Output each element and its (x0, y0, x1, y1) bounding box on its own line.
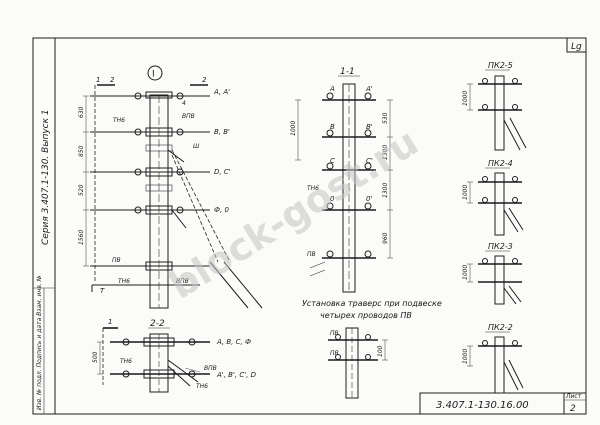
variant-pk2-3: ПК2-3 1000 (462, 242, 522, 305)
item-label: ПВ (307, 251, 316, 258)
variant-pk2-4: ПК2-4 1000 (462, 159, 524, 236)
variant-label: ПК2-3 (488, 242, 513, 251)
ground-mark: Т (100, 287, 105, 295)
sheet-number: 2 (570, 404, 576, 414)
variant-label: ПК2-4 (488, 159, 513, 168)
item-label: ТН6 (118, 278, 130, 285)
dim-label: 500 (92, 351, 99, 363)
item-label: Ш (193, 143, 200, 150)
dim-label: 850 (78, 145, 85, 157)
corner-box (566, 37, 587, 53)
row-label: C (330, 157, 335, 165)
sheet-label: Лист (565, 393, 582, 400)
item-label: ТН6 (307, 185, 319, 192)
section-title: 1-1 (340, 67, 355, 77)
variant-label: ПК2-2 (488, 323, 513, 332)
corner-mark: Lg (571, 42, 582, 52)
variant-pk2-5: ПК2-5 1000 (462, 61, 527, 151)
note-line-2: четырех проводов ПВ (320, 311, 412, 320)
row-label: B' (366, 123, 373, 131)
item-label: ВПВ (182, 113, 195, 120)
dim-label: 1300 (382, 145, 389, 160)
row-label: B (330, 123, 335, 131)
item-label: 4 (182, 100, 186, 107)
item-label: ТН6 (113, 117, 125, 124)
section-2-2: 2-2 1 ТН6 ВПВ ТН6 A, B, C, Ф A', B', C',… (92, 318, 257, 393)
wire-label-a: A, A' (213, 88, 230, 96)
dim-label: 1000 (462, 349, 469, 364)
dim-label: 1000 (290, 121, 297, 136)
wire-label-f: Ф, 0 (214, 206, 229, 214)
side-stamp: Изв. № подл. Подпись и дата Взам. инв. № (36, 275, 43, 410)
variant-pk2-2: ПК2-2 1000 (462, 323, 524, 394)
dim-label: 1300 (382, 183, 389, 198)
item-label: ПВ (330, 350, 339, 357)
dim-label: 1000 (462, 91, 469, 106)
stamp-code: 3.407.1-130.16.00 (436, 400, 529, 411)
item-label: ПВ (330, 330, 339, 337)
dim-label: 1000 (462, 185, 469, 200)
row-label: C' (366, 157, 373, 165)
dim-label: 100 (377, 345, 384, 357)
watermark: block-gost.ru (161, 120, 425, 308)
sheet-number-box (563, 392, 587, 415)
cut-mark-right: 2 (202, 76, 207, 84)
row-label: A (329, 85, 335, 93)
note-line-1: Установка траверс при подвеске (302, 299, 442, 308)
section-title: 2-2 (150, 319, 165, 329)
side-series: Серия 3.407.1-130. Выпуск 1 (41, 109, 51, 245)
section-1-1: 1-1 A A' B B' C C' 0 0' ТН6 ПВ 1 (290, 67, 393, 293)
dim-label: 530 (382, 112, 389, 124)
wire-label-d: D, C' (214, 168, 231, 176)
note-detail: Установка траверс при подвеске четырех п… (302, 299, 442, 399)
row-label: A' (365, 85, 373, 93)
variant-label: ПК2-5 (488, 61, 513, 70)
item-label: ТН6 (196, 383, 208, 390)
row-label: 0 (330, 195, 335, 203)
view-marker (147, 65, 163, 81)
item-label: ВПВ (176, 278, 189, 285)
wire-label-b: B, B' (214, 128, 230, 136)
wire-label: A, B, C, Ф (216, 338, 251, 346)
dim-label: 1560 (78, 230, 85, 245)
dim-label: 1000 (462, 265, 469, 280)
dim-label: 630 (78, 106, 85, 118)
item-label: ТН6 (120, 358, 132, 365)
cut-mark: 1 (108, 318, 112, 326)
view-roman: I (152, 70, 155, 80)
item-label: ВПВ (204, 365, 217, 372)
sheet-frame (54, 37, 587, 415)
item-label: ПВ (112, 257, 121, 264)
cut-mark-left-b: 1 (96, 76, 100, 84)
wire-label: A', B', C', D (216, 371, 257, 379)
main-view: I 2 1 2 (78, 65, 263, 309)
dim-label: 520 (78, 184, 85, 196)
row-label: 0' (366, 195, 372, 203)
cut-mark-left: 2 (110, 76, 115, 84)
dim-label: 960 (382, 232, 389, 244)
